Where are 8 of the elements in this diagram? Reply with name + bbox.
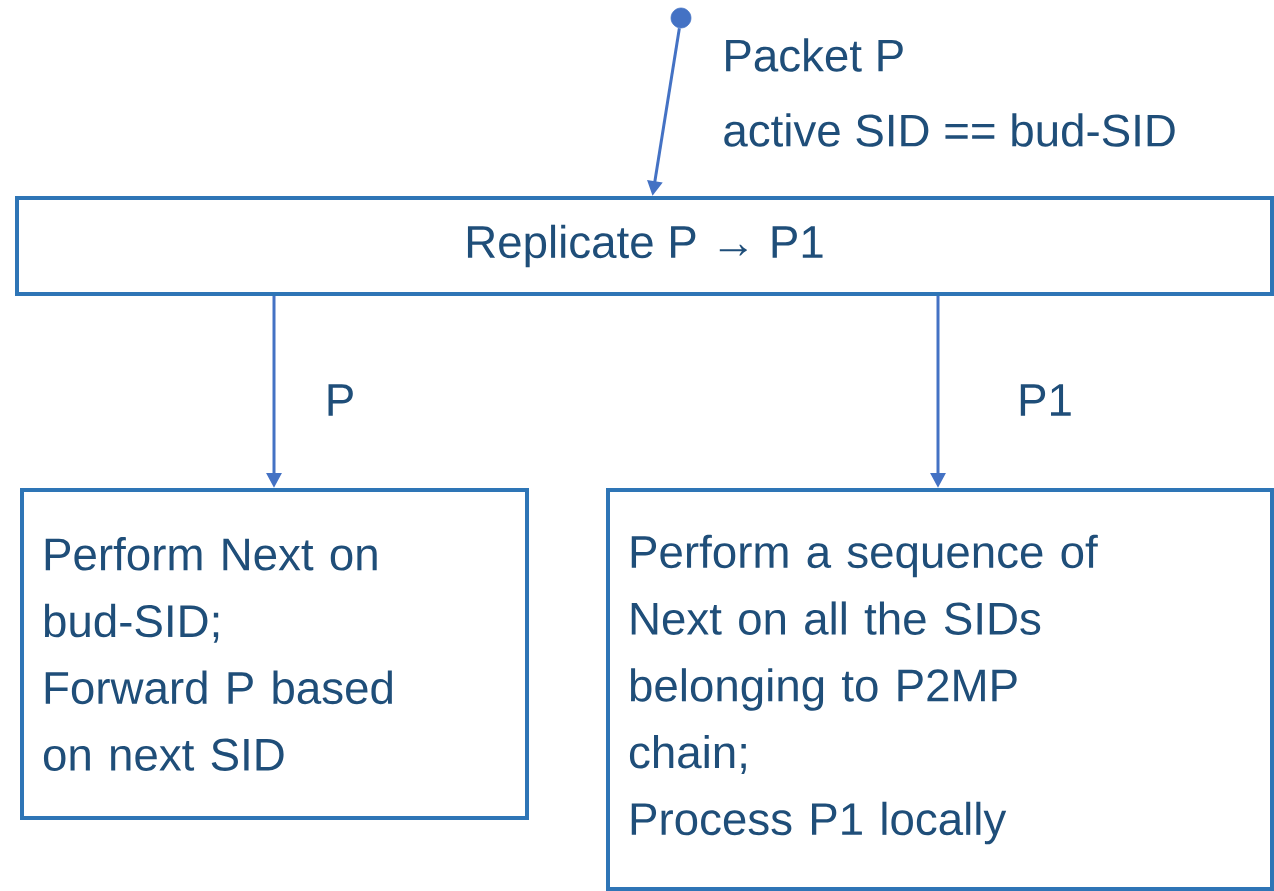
edge-label: P	[328, 384, 353, 416]
process-box: Replicate P → P1	[15, 196, 1274, 296]
process-box: Perform Next on bud-SID; Forward P based on next SID	[20, 488, 529, 820]
edge-label: P1	[1020, 384, 1071, 416]
process-box: Perform a sequence of Next on all the SIDs belonging to P2MP chain; Process P1 locally	[606, 488, 1274, 891]
note-text: active SID == bud-SID	[724, 113, 1175, 147]
start-dot	[670, 7, 692, 29]
note-text: Packet P	[726, 38, 903, 72]
